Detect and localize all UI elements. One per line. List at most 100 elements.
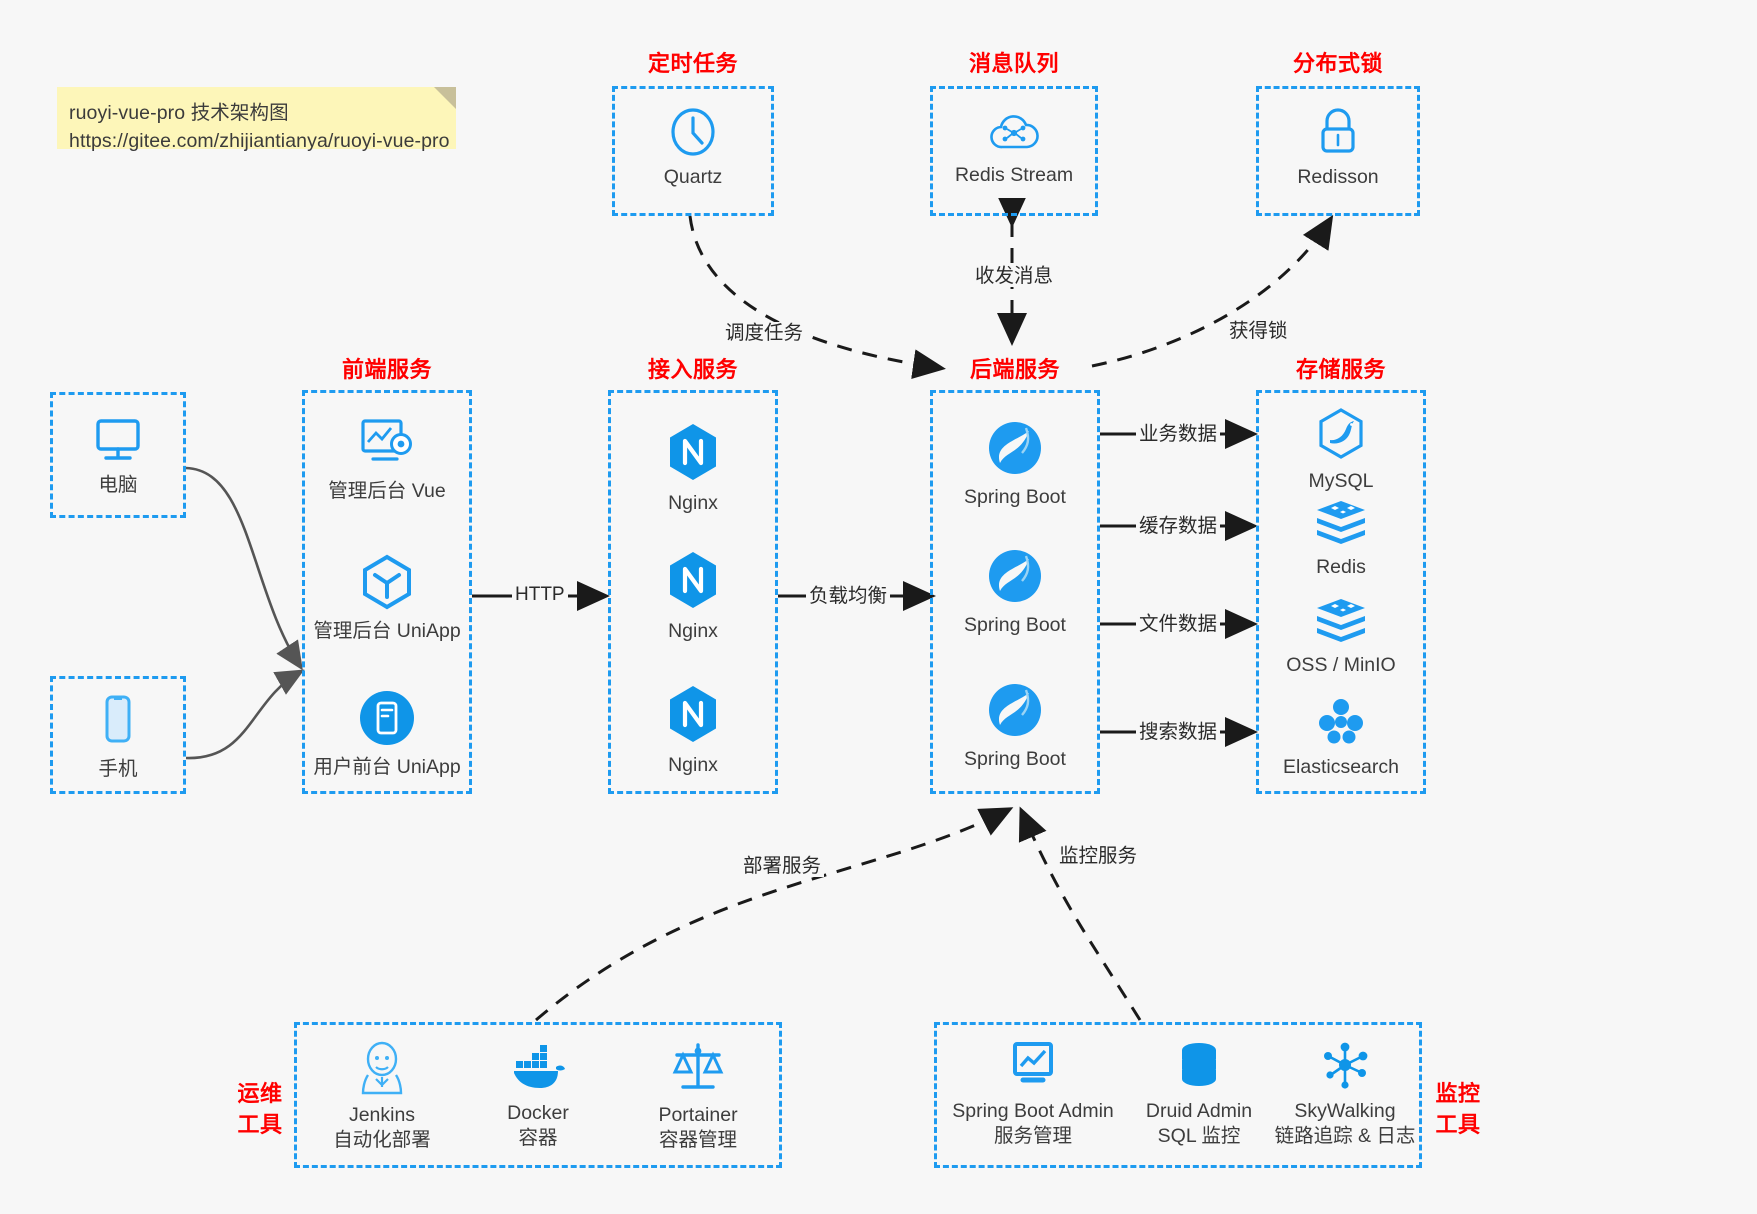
node-mysql[interactable]: MySQL: [1259, 407, 1423, 494]
clock-icon: [671, 108, 715, 156]
docker-whale-icon: [514, 1045, 565, 1088]
node-admin-uniapp[interactable]: 管理后台 UniApp: [305, 553, 469, 644]
node-admin-vue[interactable]: 管理后台 Vue: [305, 415, 469, 504]
node-sublabel: SQL 监控: [1157, 1125, 1241, 1147]
node-sublabel: 自动化部署: [333, 1129, 431, 1151]
node-label: 管理后台 Vue: [328, 480, 446, 502]
node-docker[interactable]: Docker 容器: [463, 1043, 613, 1151]
node-spring-boot-2[interactable]: Spring Boot: [933, 547, 1097, 638]
node-user-uniapp[interactable]: 用户前台 UniApp: [305, 689, 469, 780]
group-header-mq: 消息队列: [968, 51, 1059, 76]
cube-icon: [363, 554, 411, 610]
node-sublabel: 服务管理: [993, 1125, 1072, 1147]
node-elasticsearch[interactable]: Elasticsearch: [1259, 695, 1423, 780]
node-label: OSS / MinIO: [1286, 654, 1396, 676]
node-label: Redisson: [1297, 166, 1379, 188]
desktop-monitor-icon: [96, 419, 140, 460]
node-computer[interactable]: 电脑: [53, 413, 183, 498]
edge-label-deploy-service: 部署服务: [740, 855, 825, 877]
node-label: Elasticsearch: [1283, 756, 1399, 778]
cloud-network-icon: [990, 115, 1039, 149]
edge-backend-to-redisson: [1091, 214, 1334, 368]
note-fold-corner: [434, 87, 456, 109]
node-label: 管理后台 UniApp: [313, 620, 461, 642]
mobile-phone-icon: [105, 695, 131, 743]
node-oss-minio[interactable]: OSS / MinIO: [1259, 597, 1423, 678]
node-sublabel: 容器管理: [658, 1129, 737, 1151]
node-label: 用户前台 UniApp: [313, 756, 461, 778]
node-label: Jenkins: [348, 1104, 416, 1126]
scales-icon: [672, 1043, 724, 1089]
group-header-gateway: 接入服务: [647, 357, 738, 382]
edge-monitor-to-backend: [1018, 806, 1142, 1021]
node-sublabel: 链路追踪 & 日志: [1274, 1125, 1416, 1147]
edge-quartz-to-backend: [688, 215, 946, 380]
node-label: Spring Boot: [964, 748, 1066, 770]
edge-label-search-data: 搜索数据: [1136, 721, 1221, 743]
mysql-dolphin-icon: [1319, 408, 1363, 459]
nginx-icon: [670, 424, 716, 480]
note-title: ruoyi-vue-pro 技术架构图: [69, 102, 289, 124]
edge-label-monitor-service: 监控服务: [1056, 845, 1141, 867]
node-label: MySQL: [1308, 470, 1374, 492]
node-druid-admin[interactable]: Druid Admin SQL 监控: [1123, 1041, 1275, 1149]
group-header-lock: 分布式锁: [1292, 51, 1383, 76]
node-phone[interactable]: 手机: [53, 693, 183, 782]
group-header-frontend: 前端服务: [341, 357, 432, 382]
app-circle-icon: [360, 691, 414, 745]
node-spring-boot-1[interactable]: Spring Boot: [933, 419, 1097, 510]
edge-computer-to-frontend: [185, 466, 303, 671]
edge-label-http: HTTP: [512, 584, 568, 606]
node-label: Docker: [507, 1102, 569, 1124]
node-label: Quartz: [663, 166, 723, 188]
group-box-monitor: Spring Boot Admin 服务管理 Druid Admin SQL 监…: [934, 1022, 1422, 1168]
node-nginx-3[interactable]: Nginx: [611, 683, 775, 778]
group-box-mq: Redis Stream: [930, 86, 1098, 216]
node-jenkins[interactable]: Jenkins 自动化部署: [307, 1039, 457, 1153]
node-label: Portainer: [658, 1104, 738, 1126]
oss-stack-icon: [1317, 599, 1365, 642]
monitor-chart-icon: [1013, 1042, 1053, 1083]
edge-devops-to-backend: [535, 807, 1014, 1022]
group-box-scheduler: Quartz: [612, 86, 774, 216]
node-redisson[interactable]: Redisson: [1259, 107, 1417, 190]
edge-label-acquire-lock: 获得锁: [1226, 320, 1291, 342]
spring-boot-icon: [989, 550, 1041, 602]
devops-title-line2: 工具: [237, 1112, 283, 1137]
node-nginx-2[interactable]: Nginx: [611, 549, 775, 644]
edge-phone-to-frontend: [185, 669, 305, 760]
group-header-devops: 运维 工具: [230, 1078, 290, 1140]
node-redis[interactable]: Redis: [1259, 499, 1423, 580]
database-icon: [1182, 1043, 1216, 1086]
node-label: Redis: [1316, 556, 1366, 578]
edge-label-cache-data: 缓存数据: [1136, 515, 1221, 537]
node-label: Spring Boot: [964, 486, 1066, 508]
group-header-monitor: 监控 工具: [1428, 1078, 1488, 1140]
spring-boot-icon: [989, 422, 1041, 474]
group-box-backend: Spring Boot Spring Boot Spring Boot: [930, 390, 1100, 794]
group-box-gateway: Nginx Nginx Nginx: [608, 390, 778, 794]
node-redis-stream[interactable]: Redis Stream: [933, 109, 1095, 188]
dashboard-gear-icon: [361, 419, 412, 461]
lock-icon: [1321, 108, 1355, 153]
node-spring-boot-admin[interactable]: Spring Boot Admin 服务管理: [943, 1039, 1123, 1149]
group-box-lock: Redisson: [1256, 86, 1420, 216]
node-spring-boot-3[interactable]: Spring Boot: [933, 681, 1097, 772]
edge-label-send-receive-message: 收发消息: [972, 265, 1057, 287]
node-nginx-1[interactable]: Nginx: [611, 421, 775, 516]
node-label: Druid Admin: [1145, 1100, 1253, 1122]
node-skywalking[interactable]: SkyWalking 链路追踪 & 日志: [1267, 1041, 1423, 1149]
node-sublabel: 容器: [518, 1127, 558, 1149]
node-portainer[interactable]: Portainer 容器管理: [621, 1039, 775, 1153]
group-box-frontend: 管理后台 Vue 管理后台 UniApp 用户前台 UniApp: [302, 390, 472, 794]
node-label: Nginx: [668, 754, 718, 776]
node-quartz[interactable]: Quartz: [615, 107, 771, 190]
group-header-scheduler: 定时任务: [647, 51, 738, 76]
jenkins-butler-icon: [361, 1041, 403, 1095]
sticky-note: ruoyi-vue-pro 技术架构图 https://gitee.com/zh…: [57, 87, 456, 152]
group-box-computer: 电脑: [50, 392, 186, 518]
redis-stack-icon: [1317, 501, 1365, 544]
group-header-backend: 后端服务: [969, 357, 1060, 382]
edge-label-schedule-task: 调度任务: [722, 322, 807, 344]
note-url: https://gitee.com/zhijiantianya/ruoyi-vu…: [69, 130, 450, 152]
